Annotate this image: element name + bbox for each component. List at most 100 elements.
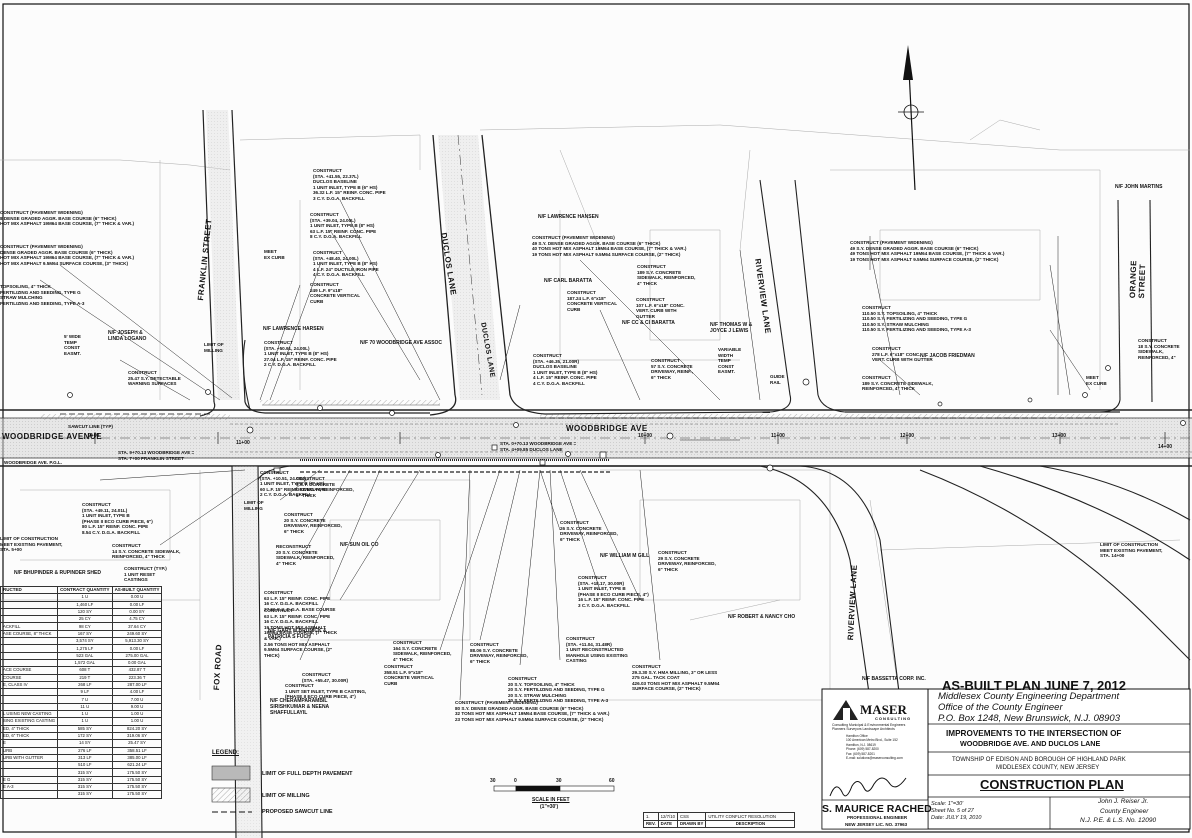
construction-note: CONSTRUCT 20 S.Y. TOPSOILING, 4" THICK 2… (508, 676, 609, 704)
revision-by: CSS (676, 812, 707, 821)
table-cell (0, 637, 59, 646)
revision-header: REV. (643, 819, 659, 828)
maser-office: Hamilton Office 100 American Metro Blvd.… (846, 734, 903, 761)
table-cell: 319.06 SY (111, 731, 163, 741)
table-cell: 0.00 LF (111, 600, 163, 609)
construction-note: CONSTRUCT 20 S.Y. CONCRETE DRIVEWAY, REI… (284, 512, 342, 534)
table-cell: 219 T (57, 673, 113, 682)
revision-row: 1. 12/7/10 CSS UTILITY CONFLICT RESOLUTI… (643, 812, 796, 821)
owner-label: N/F CARL BARATTA (544, 278, 593, 284)
owner-label: N/F LAWRENCE HARSEN (263, 326, 324, 332)
construction-note: CONSTRUCT 187.24 L.F. 6"x18" CONCRETE VE… (567, 290, 618, 312)
plan-title: CONSTRUCTION PLAN (980, 777, 1124, 792)
table-cell: 621.24 LF (111, 761, 163, 770)
table-cell (0, 768, 59, 777)
construction-note: LIMIT OF CONSTRUCTION MEET EXISTING PAVE… (0, 536, 63, 553)
dept-line-2: Office of the County Engineer (938, 702, 1063, 713)
construction-note: 5' WIDE TEMP CONST EASMT. (64, 334, 81, 356)
construction-note: CONSTRUCT 107 L.F. 6"x18" CONC. VERT. CU… (636, 297, 685, 319)
construction-note: LIMIT OF MILLING (244, 500, 264, 511)
table-cell: 358.51 LF (111, 746, 163, 755)
table-cell: SING EXISTING CASTING (0, 717, 59, 726)
scale-tick: 30 (556, 778, 562, 784)
table-cell: ASE COURSE, 8" THICK (0, 629, 59, 639)
table-cell: URB WITH GUTTER (0, 753, 59, 763)
revision-header-row: REV. DATE DRAWN BY DESCRIPTION (643, 819, 796, 828)
duclos-lane-road (242, 134, 546, 416)
table-cell: 0.00 SY (111, 607, 163, 617)
table-cell (0, 607, 59, 617)
table-cell: E A-3 (0, 782, 59, 792)
construction-note: CONSTRUCT (STA. +46.35, 21.00R) DUCLOS B… (533, 353, 598, 386)
table-cell: 175.50 SY (111, 775, 163, 785)
as-built-stamp: AS-BUILT PLAN JUNE 7, 2012 (942, 678, 1126, 693)
project-line-2: WOODBRIDGE AVE. AND DUCLOS LANE (960, 739, 1101, 748)
leader-lines (39, 199, 1091, 701)
dept-address: P.O. Box 1248, New Brunswick, N.J. 08903 (938, 713, 1120, 724)
table-cell: 268 LF (57, 680, 113, 690)
construction-note: CONSTRUCT 18 S.Y. CONCRETE SIDEWALK, REI… (1138, 338, 1180, 360)
construction-note: CONSTRUCT (STA. +41.55, 22.37L) DUCLOS B… (313, 168, 386, 201)
construction-note: CONSTRUCT 26 S.Y. CONCRETE DRIVEWAY, REI… (560, 520, 618, 542)
table-cell (0, 600, 59, 609)
north-arrow (898, 45, 924, 191)
table-cell: 276 LF (57, 746, 113, 755)
orange-street-road (1099, 199, 1153, 413)
table-cell: 1,460 LF (57, 600, 113, 609)
table-cell: 7.00 U (111, 695, 163, 704)
owner-label: N/F JOHN MARTINS (1115, 184, 1163, 190)
table-cell (0, 644, 59, 653)
construction-note: MEET EX CURB (264, 249, 285, 260)
owner-label: N/F BASSETTA CORP. INC. (862, 676, 926, 682)
owner-label: N/F CHERAMPARAMBIL SIRISHKUMAR & NEENA S… (270, 698, 329, 716)
scale-tick: 0 (514, 778, 517, 784)
table-cell: ED, 4" THICK (0, 724, 59, 733)
table-cell: 0.00 LF (111, 644, 163, 653)
table-cell (0, 702, 59, 712)
table-cell: 0.00 U (111, 593, 163, 602)
county-engineer-name: John J. Reiser Jr. (1098, 798, 1149, 805)
fox-road-road (231, 465, 291, 838)
construction-note: CONSTRUCT 110.50 S.Y. TOPSOILING, 4" THI… (862, 305, 971, 333)
table-cell: 175.50 SY (111, 782, 163, 792)
table-cell: 167 SY (57, 629, 113, 639)
riverview-lane-south-road (759, 465, 1191, 701)
scale-label: (1"=30') (540, 804, 559, 810)
engineer-title: PROFESSIONAL ENGINEER (847, 815, 908, 820)
table-cell: ACKFILL (0, 622, 59, 631)
table-cell: L USING NEW CASTING (0, 710, 59, 719)
scale-note: Scale: 1"=30' (931, 801, 964, 807)
scale-bar (493, 785, 615, 792)
table-cell: 523 GAL (57, 651, 113, 660)
construction-note: CONSTRUCT 88.06 S.Y. CONCRETE DRIVEWAY, … (470, 642, 528, 664)
construction-note: CONSTRUCT 57 S.Y. CONCRETE DRIVEWAY, REI… (651, 358, 693, 380)
table-cell: 9.00 U (111, 702, 163, 712)
engineer-license: NEW JERSEY LIC. NO. 37963 (845, 822, 908, 827)
utility-structures (67, 365, 1186, 474)
station-label: 9+00 (88, 433, 100, 439)
construction-note: CONSTRUCT (STA. +18.17, 30.00R) 1 UNIT I… (578, 575, 649, 608)
station-label: 11+00 (771, 433, 785, 439)
dept-line-1: Middlesex County Engineering Department (938, 691, 1120, 702)
table-cell: 223.36 T (111, 673, 163, 682)
table-cell: 1 U (57, 717, 113, 726)
table-cell: 287.00 LF (111, 680, 163, 690)
table-cell: E (0, 739, 59, 748)
station-label: 12+00 (900, 433, 915, 439)
